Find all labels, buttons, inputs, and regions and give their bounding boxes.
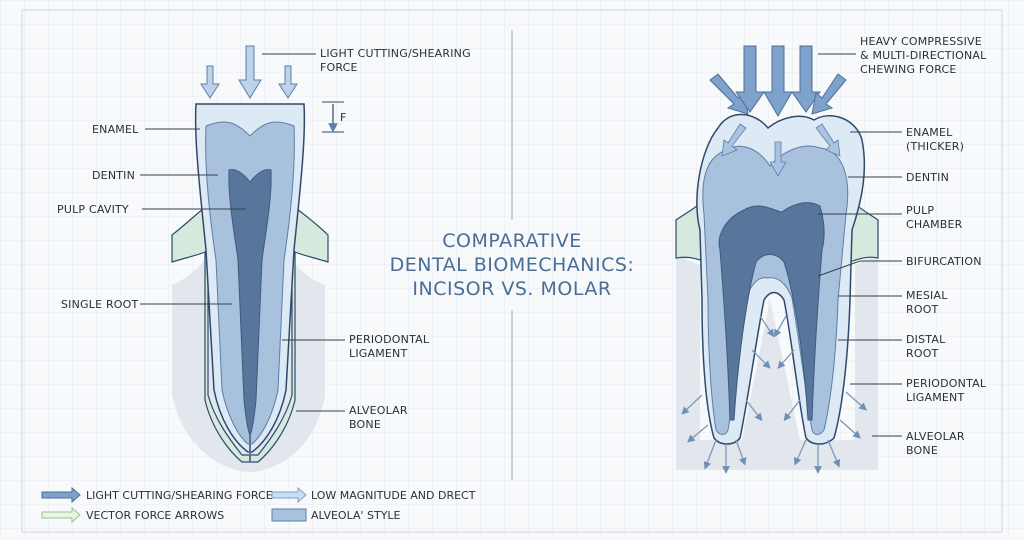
molar-force-arrows — [709, 45, 847, 117]
incisor-pulp — [228, 169, 272, 438]
pdl-arrow — [845, 391, 867, 411]
diagram-title: COMPARATIVE DENTAL BIOMECHANICS: INCISOR… — [390, 230, 635, 300]
pdl-arrow — [703, 439, 717, 470]
incisor-force-label-1: LIGHT CUTTING/SHEARING — [320, 47, 471, 60]
molar-pulp — [718, 202, 825, 421]
molar-label-enamel-2: (THICKER) — [906, 140, 964, 153]
incisor-label-pdl-1: PERIODONTAL — [349, 333, 430, 346]
molar-force-label-3: CHEWING FORCE — [860, 63, 957, 76]
molar-alveolar-bone — [676, 250, 878, 470]
incisor-force-arrows — [200, 45, 298, 99]
leader-bifurcation — [817, 260, 861, 277]
title-line-2: DENTAL BIOMECHANICS: — [390, 254, 635, 276]
pdl-arrow — [735, 439, 747, 466]
molar-label-dentin: DENTIN — [906, 171, 949, 184]
legend-swatch-icon — [271, 508, 307, 522]
pdl-arrow — [783, 399, 801, 422]
incisor-gum — [171, 203, 329, 463]
occlusal-arrow — [721, 123, 747, 157]
incisor-label-root: SINGLE ROOT — [61, 298, 139, 311]
frame — [21, 9, 1003, 533]
pdl-arrow — [759, 315, 775, 338]
molar-force-arrow — [735, 45, 765, 113]
molar-label-pulp-1: PULP — [906, 204, 934, 217]
f-marker-label: F — [340, 111, 347, 124]
molar-force-arrow — [763, 45, 793, 117]
molar-diagram: HEAVY COMPRESSIVE & MULTI-DIRECTIONAL CH… — [675, 35, 987, 474]
pdl-arrow — [681, 394, 703, 415]
legend-item-3: VECTOR FORCE ARROWS — [86, 509, 224, 522]
legend-item-2: LOW MAGNITUDE AND DRECT — [311, 489, 476, 502]
molar-pdl-arrows — [681, 315, 867, 474]
molar-label-pdl-1: PERIODONTAL — [906, 377, 987, 390]
legend-item-1: LIGHT CUTTING/SHEARING FORCE — [86, 489, 273, 502]
incisor-label-dentin: DENTIN — [92, 169, 135, 182]
molar-label-distal-2: ROOT — [906, 347, 939, 360]
pdl-arrow — [774, 315, 787, 338]
title-line-3: INCISOR VS. MOLAR — [412, 278, 611, 300]
molar-force-label-2: & MULTI-DIRECTIONAL — [860, 49, 987, 62]
pdl-arrow — [687, 424, 709, 443]
incisor-label-pdl-2: LIGAMENT — [349, 347, 407, 360]
incisor-label-bone-2: BONE — [349, 418, 381, 431]
occlusal-arrow — [815, 123, 841, 157]
legend: LIGHT CUTTING/SHEARING FORCE LOW MAGNITU… — [41, 486, 476, 524]
incisor-force-label-2: FORCE — [320, 61, 358, 74]
occlusal-arrow — [769, 141, 787, 177]
incisor-label-pulp: PULP CAVITY — [57, 203, 129, 216]
title-line-1: COMPARATIVE — [442, 230, 582, 252]
legend-light-arrow-icon — [271, 486, 307, 504]
molar-label-bifurcation: BIFURCATION — [906, 255, 982, 268]
molar-label-mesial-1: MESIAL — [906, 289, 948, 302]
incisor-label-bone-1: ALVEOLAR — [349, 404, 408, 417]
incisor-force-arrow — [278, 65, 298, 99]
pdl-arrow — [839, 419, 861, 439]
molar-label-enamel-1: ENAMEL — [906, 126, 953, 139]
pdl-arrow — [751, 349, 771, 369]
molar-label-bone-2: BONE — [906, 444, 938, 457]
molar-label-pulp-2: CHAMBER — [906, 218, 963, 231]
molar-label-mesial-2: ROOT — [906, 303, 939, 316]
molar-label-bone-1: ALVEOLAR — [906, 430, 965, 443]
pdl-arrow — [745, 399, 763, 422]
molar-force-label-1: HEAVY COMPRESSIVE — [860, 35, 982, 48]
molar-force-arrow — [811, 73, 847, 115]
incisor-force-arrow — [238, 45, 262, 99]
legend-vector-arrow-icon — [41, 506, 81, 524]
incisor-diagram: F LIGHT CUTTING/SHEARING FORCE ENAMEL DE… — [57, 45, 471, 472]
pdl-arrow — [827, 439, 841, 468]
legend-item-4: ALVEOLA' STYLE — [311, 509, 401, 522]
legend-dark-arrow-icon — [41, 486, 81, 504]
pdl-arrow — [777, 349, 795, 369]
molar-label-pdl-2: LIGAMENT — [906, 391, 964, 404]
pdl-arrow — [794, 439, 807, 466]
incisor-force-arrow — [200, 65, 220, 99]
molar-force-arrow — [791, 45, 821, 113]
molar-label-distal-1: DISTAL — [906, 333, 946, 346]
incisor-label-enamel: ENAMEL — [92, 123, 139, 136]
molar-occlusal-arrows — [721, 123, 841, 177]
